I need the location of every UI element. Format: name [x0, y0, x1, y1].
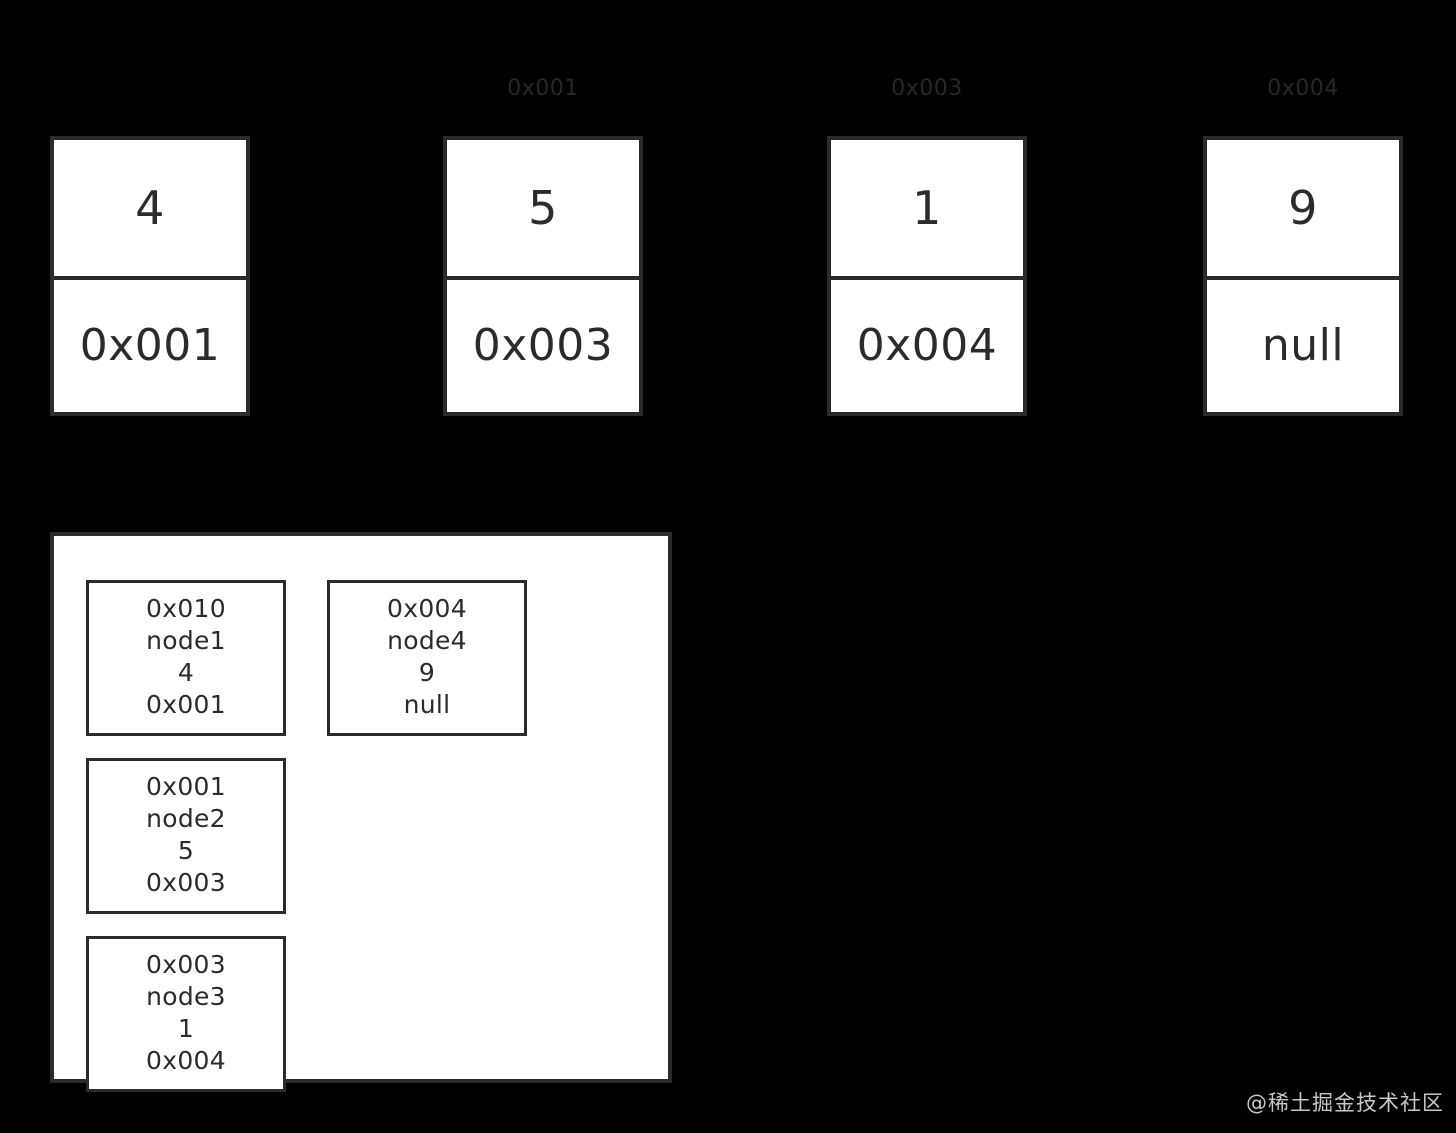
- memory-cell-node2: 0x001 node2 5 0x003: [86, 758, 286, 914]
- list-node-3-pointer: 0x004: [831, 276, 1023, 412]
- memory-cell-node2-address: 0x001: [146, 772, 226, 801]
- memory-cell-node4: 0x004 node4 9 null: [327, 580, 527, 736]
- memory-cell-node3-name: node3: [146, 982, 226, 1011]
- memory-cell-node1: 0x010 node1 4 0x001: [86, 580, 286, 736]
- list-node-1-pointer: 0x001: [54, 276, 246, 412]
- list-node-3: 1 0x004: [827, 136, 1027, 416]
- list-node-1-value: 4: [135, 181, 165, 235]
- node-address-label-4: 0x004: [1267, 76, 1339, 101]
- node-address-label-3: 0x003: [891, 76, 963, 101]
- watermark: @稀土掘金技术社区: [1246, 1091, 1444, 1115]
- list-node-4-pointer: null: [1207, 276, 1399, 412]
- list-node-3-value: 1: [912, 181, 942, 235]
- memory-cell-node3-address: 0x003: [146, 950, 226, 979]
- list-node-2-pointer: 0x003: [447, 276, 639, 412]
- memory-column-left: 0x010 node1 4 0x001 0x001 node2 5 0x003 …: [86, 580, 286, 1114]
- memory-cell-node1-name: node1: [146, 626, 226, 655]
- memory-cell-node4-value: 9: [418, 658, 436, 687]
- memory-cell-node3-next: 0x004: [146, 1046, 226, 1075]
- list-node-1: 4 0x001: [50, 136, 250, 416]
- memory-cell-node4-address: 0x004: [387, 594, 467, 623]
- memory-cell-node1-next: 0x001: [146, 690, 226, 719]
- memory-cell-node4-next: null: [403, 690, 451, 719]
- list-node-2: 5 0x003: [443, 136, 643, 416]
- memory-cell-node1-value: 4: [177, 658, 195, 687]
- list-node-4: 9 null: [1203, 136, 1403, 416]
- memory-cell-node2-next: 0x003: [146, 868, 226, 897]
- memory-cell-node2-value: 5: [177, 836, 195, 865]
- memory-cell-node3-value: 1: [177, 1014, 195, 1043]
- list-node-4-value: 9: [1288, 181, 1318, 235]
- memory-column-right: 0x004 node4 9 null: [327, 580, 527, 758]
- node-address-label-2: 0x001: [507, 76, 579, 101]
- list-node-2-value: 5: [528, 181, 558, 235]
- memory-cell-node1-address: 0x010: [146, 594, 226, 623]
- memory-cell-node4-name: node4: [387, 626, 467, 655]
- memory-cell-node2-name: node2: [146, 804, 226, 833]
- memory-cell-node3: 0x003 node3 1 0x004: [86, 936, 286, 1092]
- memory-panel: 0x010 node1 4 0x001 0x001 node2 5 0x003 …: [50, 532, 672, 1092]
